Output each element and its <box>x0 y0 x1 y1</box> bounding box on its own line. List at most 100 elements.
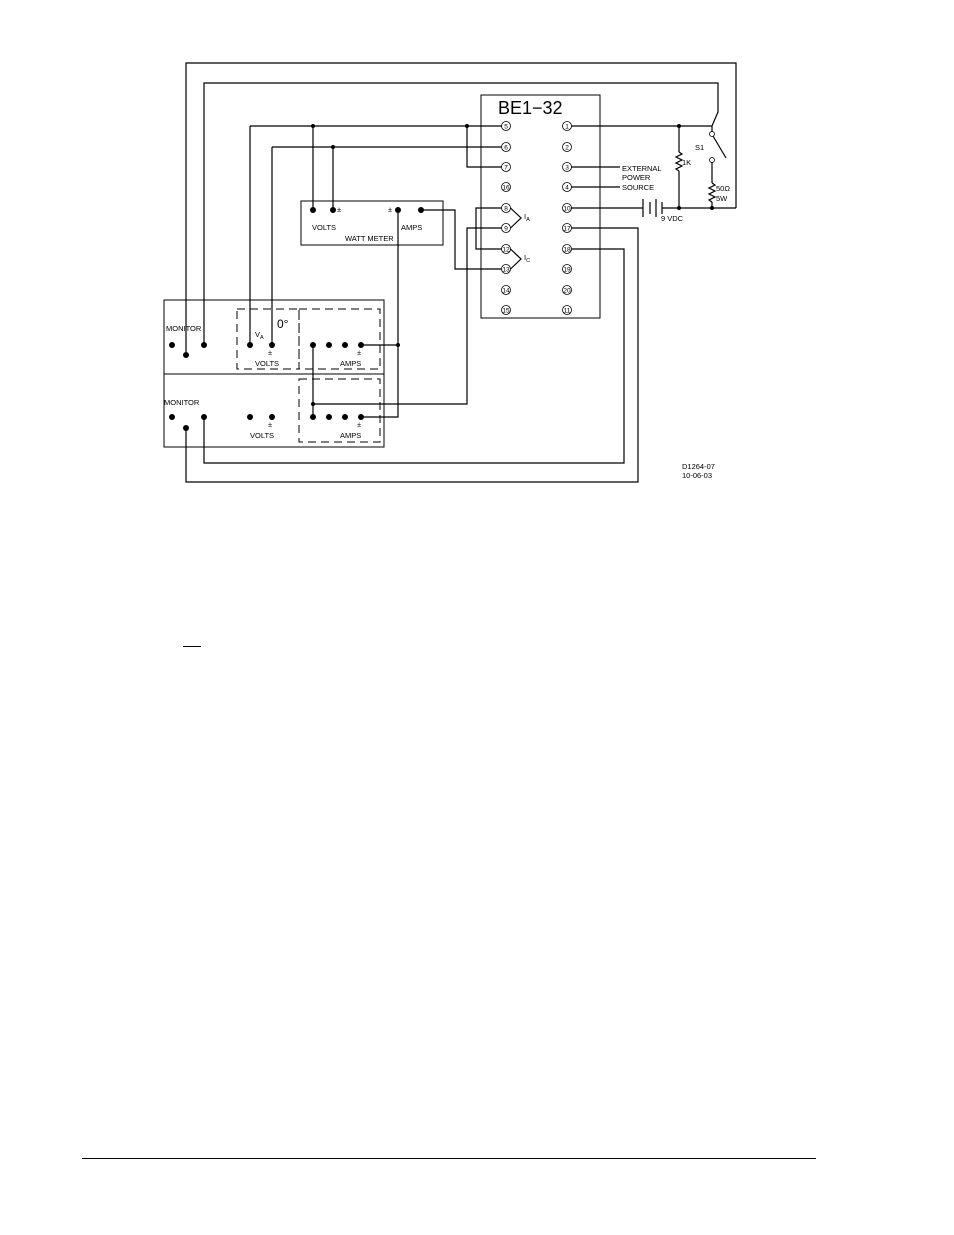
volts-label: VOLTS <box>250 431 274 440</box>
wire <box>313 227 502 405</box>
amps-terminal <box>326 414 332 420</box>
relay-terminal <box>562 305 572 315</box>
resistor-50-label: 5W <box>716 194 728 203</box>
relay-terminal-number: 6 <box>504 145 508 152</box>
phase-angle-label: 0° <box>277 317 289 331</box>
relay-terminal-number: 9 <box>504 226 508 233</box>
volts-terminal <box>269 414 275 420</box>
polarity-mark: ± <box>388 205 392 214</box>
relay-terminal-number: 12 <box>502 247 510 254</box>
monitor-label: MONITOR <box>166 324 202 333</box>
amps-label: AMPS <box>340 431 361 440</box>
relay-terminal-number: 7 <box>504 165 508 172</box>
relay-terminal-number: 8 <box>504 206 508 213</box>
amps-section <box>298 378 381 443</box>
monitor-terminal <box>169 342 175 348</box>
polarity-mark: ± <box>357 420 361 429</box>
polarity-mark: ± <box>337 205 341 214</box>
relay-box <box>480 94 601 319</box>
test-source-bottom <box>163 373 385 448</box>
relay-terminal-number: 18 <box>563 247 571 254</box>
relay-terminal-number: 19 <box>563 267 571 274</box>
watt-meter-terminal <box>330 207 336 213</box>
footer-rule <box>82 1158 816 1159</box>
junction-dot <box>311 402 315 406</box>
wire <box>466 126 502 168</box>
wire <box>421 209 502 270</box>
amps-terminal <box>310 414 316 420</box>
switch-s1-label: S1 <box>695 143 704 152</box>
watt-meter-volts-label: VOLTS <box>312 223 336 232</box>
relay-terminal-number: 17 <box>563 226 571 233</box>
external-source-label: EXTERNAL <box>622 164 662 173</box>
amps-terminal <box>326 342 332 348</box>
relay-terminal-number: 13 <box>502 267 510 274</box>
resistor-1k-icon <box>674 151 684 172</box>
resistor-50-label: 50Ω <box>716 184 730 193</box>
monitor-label: MONITOR <box>164 398 200 407</box>
polarity-mark: ± <box>268 348 272 357</box>
relay-terminal-number: 16 <box>502 185 510 192</box>
ia-label: IA <box>524 212 530 223</box>
outer-loop-wire <box>185 62 737 355</box>
monitor-terminal <box>201 342 207 348</box>
monitor-terminal <box>183 425 189 431</box>
relay-terminal <box>501 285 511 295</box>
resistor-50-ohm-icon <box>707 182 717 203</box>
relay-terminal-number: 3 <box>565 165 569 172</box>
relay-terminal-number: 4 <box>565 185 569 192</box>
watt-meter-amps-label: AMPS <box>401 223 422 232</box>
volts-terminal <box>269 342 275 348</box>
relay-left-terminals: 5 6 7 16 8 9 12 13 14 15 <box>501 121 511 315</box>
external-source-label: SOURCE <box>622 183 654 192</box>
monitor-loop-wire <box>203 82 719 345</box>
watt-meter-box <box>300 200 444 246</box>
relay-terminal-number: 1 <box>565 124 569 131</box>
amps-terminal <box>342 342 348 348</box>
wire <box>361 210 399 418</box>
junction-dot <box>710 206 714 210</box>
volts-terminal <box>247 414 253 420</box>
wire <box>203 248 625 464</box>
underline-mark <box>183 646 201 647</box>
relay-terminal-number: 5 <box>504 124 508 131</box>
resistor-1k-label: 1K <box>682 158 691 167</box>
amps-label: AMPS <box>340 359 361 368</box>
amps-terminal <box>342 414 348 420</box>
relay-terminal <box>501 182 511 192</box>
ic-label: IC <box>524 253 530 264</box>
va-label: VA <box>255 330 264 341</box>
polarity-mark: ± <box>268 420 272 429</box>
relay-right-terminals: 1 2 3 4 10 17 18 19 20 11 <box>562 121 572 315</box>
drawing-number: D1264-07 <box>682 462 715 471</box>
monitor-terminal <box>169 414 175 420</box>
monitor-terminal <box>201 414 207 420</box>
relay-terminal-number: 11 <box>564 308 571 315</box>
volts-label: VOLTS <box>255 359 279 368</box>
relay-terminal <box>562 285 572 295</box>
switch-contact <box>709 131 715 137</box>
battery-label: 9 VDC <box>661 214 684 223</box>
amps-section <box>298 308 381 370</box>
amps-terminal <box>358 414 364 420</box>
volts-terminal <box>247 342 253 348</box>
relay-terminal <box>562 264 572 274</box>
relay-terminal <box>501 305 511 315</box>
relay-title: BE1−32 <box>498 98 563 118</box>
relay-terminal <box>562 142 572 152</box>
relay-terminal-number: 15 <box>502 308 510 315</box>
ia-coil-symbol <box>510 207 522 229</box>
watt-meter-terminal <box>310 207 316 213</box>
external-source-label: POWER <box>622 173 651 182</box>
amps-terminal <box>358 342 364 348</box>
switch-contact <box>709 157 715 163</box>
watt-meter-title: WATT METER <box>345 234 394 243</box>
monitor-terminal <box>183 352 189 358</box>
wire <box>185 227 639 483</box>
relay-terminal-number: 2 <box>565 145 569 152</box>
ic-coil-symbol <box>510 248 522 270</box>
junction-dot <box>677 206 681 210</box>
relay-terminal-number: 10 <box>563 206 571 213</box>
relay-terminal-number: 20 <box>563 288 571 295</box>
